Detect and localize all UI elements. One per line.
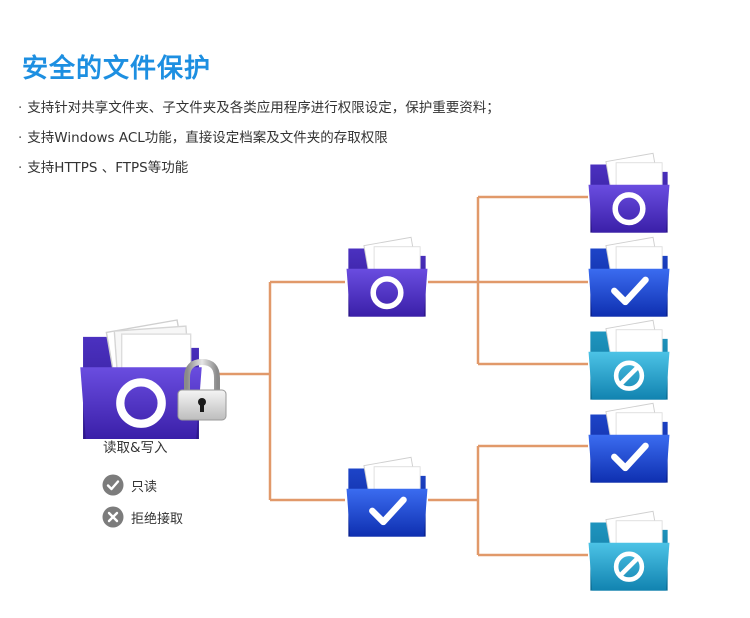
folder-read-write-icon: [346, 236, 428, 317]
page-title: 安全的文件保护: [22, 54, 212, 84]
feature-item: ·支持针对共享文件夹、子文件夹及各类应用程序进行权限设定，保护重要资料；: [18, 100, 500, 116]
folder-read-only-icon: [346, 456, 428, 537]
legend-deny: 拒绝接取: [102, 506, 183, 528]
folder-read-only-icon: [588, 236, 670, 317]
root-folder-icon: [80, 319, 202, 439]
feature-text: 支持针对共享文件夹、子文件夹及各类应用程序进行权限设定，保护重要资料；: [27, 100, 500, 116]
legend-label: 只读: [131, 479, 158, 495]
folder-deny-icon: [588, 510, 670, 591]
feature-item: ·支持Windows ACL功能，直接设定档案及文件夹的存取权限: [18, 130, 388, 146]
feature-item: ·支持HTTPS 、FTPS等功能: [18, 160, 189, 176]
lock-icon: [177, 358, 227, 421]
folder-read-only-icon: [588, 402, 670, 483]
feature-list: ·支持针对共享文件夹、子文件夹及各类应用程序进行权限设定，保护重要资料； ·支持…: [18, 98, 500, 188]
legend-label: 拒绝接取: [131, 511, 184, 527]
folder-read-write-icon: [588, 152, 670, 233]
folder-deny-icon: [588, 319, 670, 400]
x-circle-icon: [102, 506, 124, 528]
check-circle-icon: [102, 474, 124, 496]
feature-text: 支持HTTPS 、FTPS等功能: [27, 160, 189, 176]
feature-text: 支持Windows ACL功能，直接设定档案及文件夹的存取权限: [27, 130, 388, 146]
legend-read-only: 只读: [102, 474, 157, 496]
root-caption: 读取&写入: [103, 440, 168, 456]
connector-lines: [215, 195, 588, 557]
